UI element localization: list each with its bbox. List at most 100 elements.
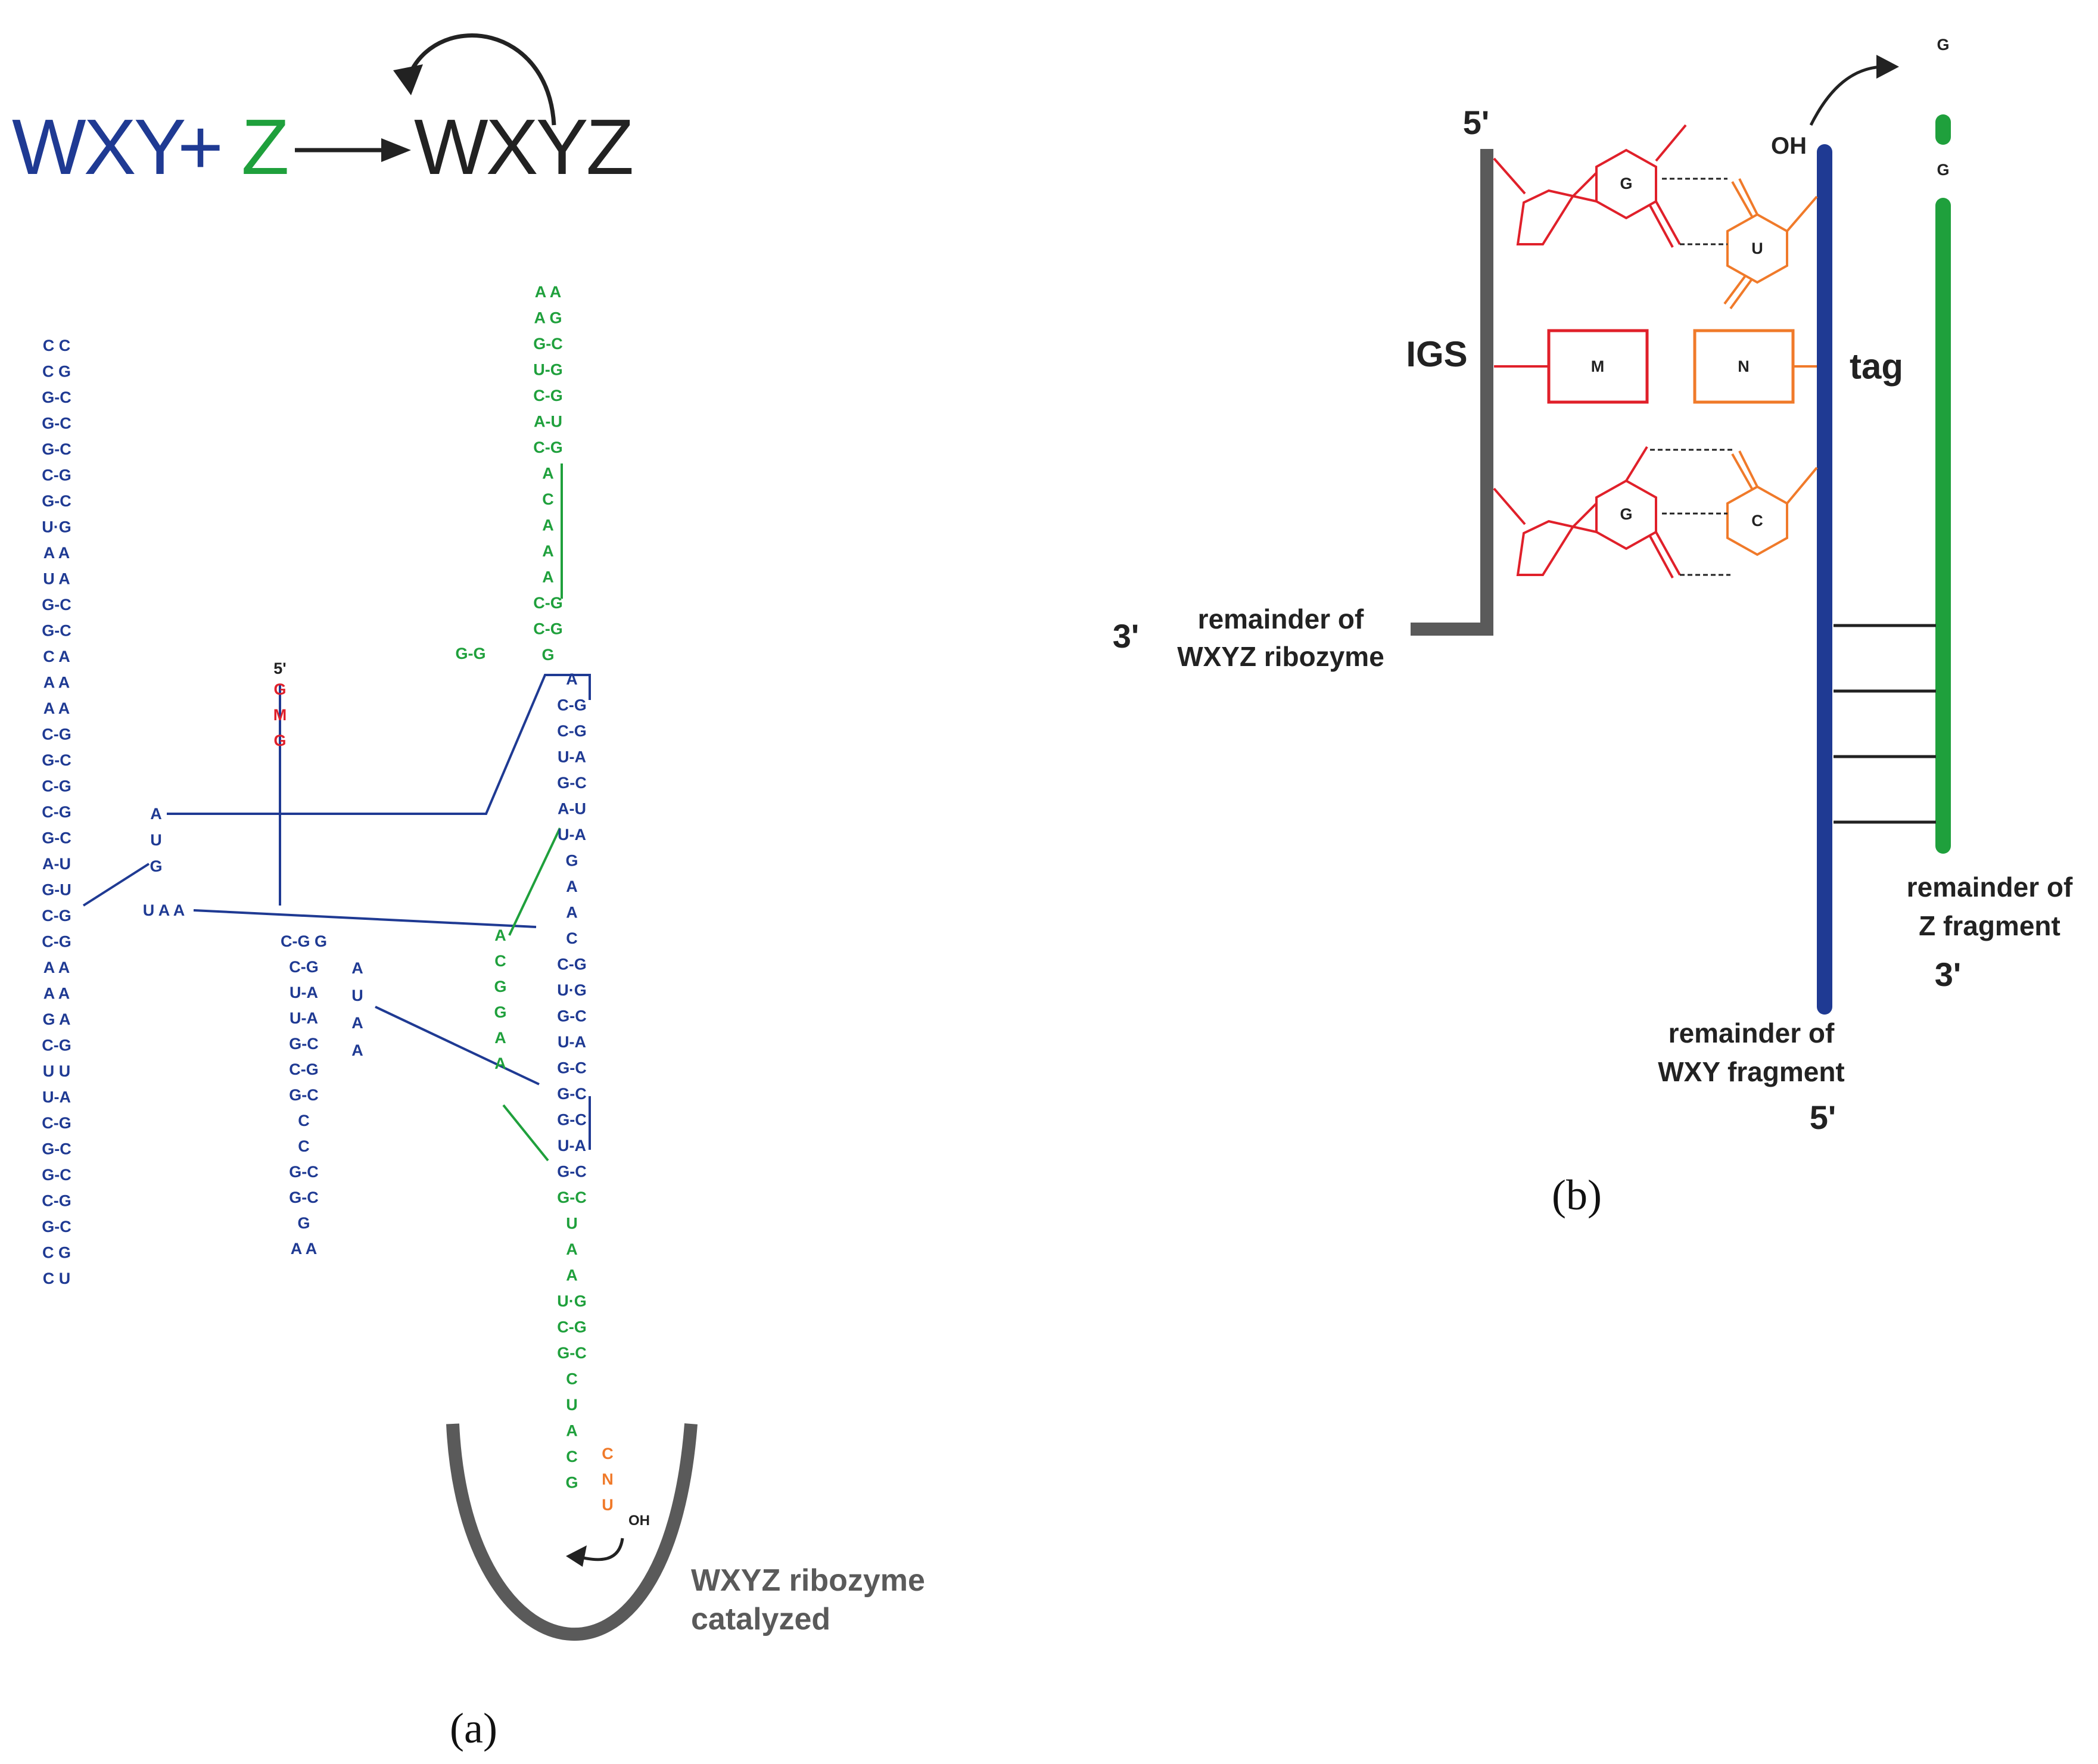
left-nt-34: G-C — [42, 1218, 71, 1236]
gtop-nt-13: C-G — [533, 620, 563, 638]
eq-plus: + — [178, 103, 221, 191]
right-nt-3: U-A — [558, 748, 586, 766]
right-nt-8: A — [566, 878, 578, 895]
mid-nt-4: G-C — [289, 1035, 319, 1053]
left-nt-2: G-C — [42, 388, 71, 406]
gc-hbonds — [1650, 449, 1733, 576]
gtop-nt-0: A A — [535, 283, 562, 301]
mid-nt-6: G-C — [289, 1086, 319, 1104]
left-nt-22: C-G — [42, 907, 71, 925]
eq-arrow — [295, 138, 411, 162]
left-nt-6: G-C — [42, 492, 71, 510]
caption-b: (b) — [1552, 1171, 1602, 1219]
mid-nt-3: U-A — [290, 1009, 318, 1027]
mid-nt-10: G-C — [289, 1189, 319, 1206]
cap-5prime-label: 5' — [273, 659, 286, 677]
left-nt-12: C A — [43, 648, 70, 665]
right-nt-19: G-C — [557, 1163, 587, 1181]
right-nt-6: U-A — [558, 826, 586, 844]
five-prime-top: 5' — [1463, 104, 1489, 141]
mid-nt-8: C — [298, 1137, 310, 1155]
panel-a-connectors — [82, 463, 591, 1162]
cap-g1: G — [273, 680, 286, 698]
mid-extra-nt-2: A — [351, 1014, 363, 1032]
eq-product: WXYZ — [414, 103, 632, 191]
oh-label-b: OH — [1771, 133, 1807, 159]
left-nt-32: G-C — [42, 1166, 71, 1184]
catalyzed-line2: catalyzed — [691, 1602, 830, 1637]
panel-b: G U IGS M N tag — [1113, 36, 2073, 1219]
right-nt-29: A — [566, 1422, 578, 1440]
aug-nt-2: G — [150, 857, 162, 875]
left-nt-27: C-G — [42, 1037, 71, 1054]
orange-nt-1: N — [602, 1470, 614, 1488]
gbulge-nt-5: A — [494, 1054, 506, 1072]
right-nt-26: G-C — [557, 1344, 587, 1362]
mid-nt-2: U-A — [290, 984, 318, 1001]
left-nt-21: G-U — [42, 881, 71, 899]
left-nt-11: G-C — [42, 622, 71, 640]
gtop-nt-9: A — [542, 517, 554, 534]
base-g1: G — [1620, 175, 1632, 192]
orange-nt-0: C — [602, 1445, 614, 1463]
right-nt-9: A — [566, 904, 578, 922]
gbulge-nt-3: G — [494, 1003, 506, 1021]
right-nt-1: C-G — [557, 696, 587, 714]
mid-nt-12: A A — [291, 1240, 317, 1258]
left-nt-30: C-G — [42, 1114, 71, 1132]
gtop-nt-10: A — [542, 542, 554, 560]
right-nt-18: U-A — [558, 1137, 586, 1155]
base-u — [1723, 178, 1818, 310]
gtop-nt-4: C-G — [533, 387, 563, 405]
gtop-nt-7: A — [542, 465, 554, 483]
wxy-z-basepairs — [1834, 624, 1936, 824]
left-nt-15: C-G — [42, 726, 71, 743]
n-label: N — [1738, 357, 1750, 375]
right-nt-13: G-C — [557, 1007, 587, 1025]
remainder-z-1: remainder of — [1907, 872, 2073, 903]
gtop-nt-3: U-G — [533, 361, 563, 379]
m-label: M — [1591, 357, 1605, 375]
right-nt-24: U·G — [557, 1292, 587, 1310]
right-nt-23: A — [566, 1267, 578, 1284]
eq-curved-arrow — [393, 33, 556, 126]
right-nt-4: G-C — [557, 774, 587, 792]
three-prime-right: 3' — [1935, 956, 1961, 993]
left-nt-18: C-G — [42, 803, 71, 821]
right-nt-21: U — [566, 1215, 578, 1233]
m-box — [1547, 329, 1649, 404]
left-nt-25: A A — [43, 985, 70, 1003]
cap-g2: G — [273, 732, 286, 749]
gu-hbonds — [1662, 178, 1727, 245]
green-tail-nt: G-G — [456, 645, 486, 662]
mid-nt-1: C-G — [289, 958, 319, 976]
mid-extra-nt-0: A — [351, 959, 363, 977]
cap-5prime: 5' G M G — [273, 659, 287, 749]
uaa-nt: U A A — [143, 901, 185, 919]
right-nt-16: G-C — [557, 1085, 587, 1103]
base-g2: G — [1620, 505, 1632, 523]
gbulge-nt-0: A — [494, 926, 506, 944]
left-nt-23: C-G — [42, 933, 71, 951]
right-nt-27: C — [566, 1370, 578, 1388]
right-nt-14: U-A — [558, 1033, 586, 1051]
mid-nt-11: G — [297, 1214, 310, 1232]
base-g-top — [1493, 124, 1687, 248]
mid-nt-0: C-G G — [281, 932, 327, 950]
mid-nt-7: C — [298, 1112, 310, 1130]
left-nt-24: A A — [43, 959, 70, 976]
gbulge-nt-4: A — [494, 1029, 506, 1047]
mid-extra-nt-3: A — [351, 1041, 363, 1059]
gtop-nt-14: G — [541, 646, 554, 664]
left-nt-9: U A — [43, 570, 70, 588]
right-nt-5: A-U — [558, 800, 586, 818]
left-nt-14: A A — [43, 699, 70, 717]
five-prime-bottom: 5' — [1810, 1099, 1836, 1136]
right-nt-12: U·G — [557, 981, 587, 999]
tag-label: tag — [1850, 347, 1903, 387]
catalysis-cup: OH WXYZ ribozyme catalyzed — [446, 1423, 925, 1641]
aug-nt-1: U — [150, 831, 162, 849]
caption-a: (a) — [450, 1704, 497, 1752]
